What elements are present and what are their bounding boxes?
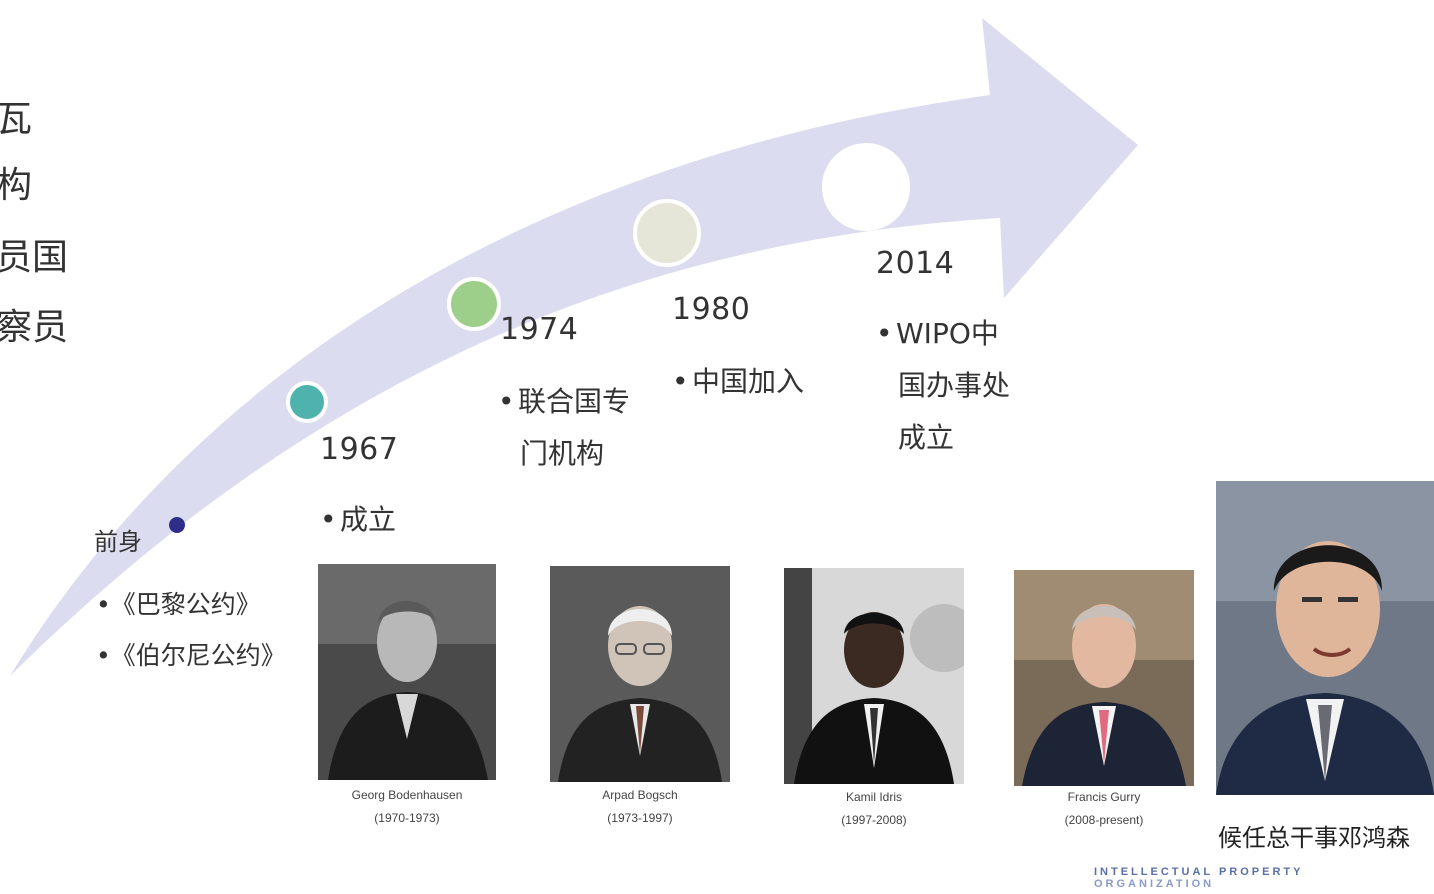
milestone-year-1980: 1980 [672, 292, 751, 327]
milestone-1974-item-2: 门机构 [520, 437, 605, 470]
milestone-2014-items: •WIPO中 国办事处 成立 [876, 317, 1011, 454]
director-name: Francis Gurry [1067, 790, 1141, 804]
director-years: (1970-1973) [374, 811, 440, 825]
logo-line-1: INTELLECTUAL PROPERTY [1094, 866, 1304, 878]
director-years: (1973-1997) [607, 811, 673, 825]
organization-logo-text: INTELLECTUAL PROPERTY ORGANIZATION [1094, 866, 1303, 890]
milestone-2014-item-3: 成立 [898, 421, 955, 454]
portrait-arpad-bogsch [550, 566, 730, 782]
portrait-daren-tang [1216, 481, 1434, 795]
milestone-year-2014: 2014 [876, 246, 955, 281]
milestone-1980-item-1: 中国加入 [692, 365, 805, 398]
milestone-1967-items: •成立 [320, 503, 397, 536]
left-fragment-4: 察员 [0, 307, 69, 348]
milestone-year-1967: 1967 [320, 432, 399, 467]
left-fragment-3: 员国 [0, 237, 69, 278]
milestone-dot-2014 [822, 143, 910, 231]
milestone-label-precursor: 前身 [94, 528, 142, 556]
director-years: (1997-2008) [841, 813, 907, 827]
precursor-item-1: •《巴黎公约》 [96, 590, 261, 619]
milestone-2014-item-2: 国办事处 [898, 369, 1011, 402]
caption-francis-gurry: Francis Gurry (2008-present) [1014, 786, 1194, 832]
director-name: Kamil Idris [845, 790, 902, 804]
portrait-francis-gurry [1014, 570, 1194, 786]
milestone-1974-items: •联合国专 门机构 [498, 385, 631, 470]
director-name: Arpad Bogsch [602, 788, 678, 802]
left-fragment-2: 构 [0, 165, 33, 206]
milestone-1980-items: •中国加入 [672, 365, 805, 398]
milestone-year-1974: 1974 [500, 312, 579, 347]
caption-kamil-idris: Kamil Idris (1997-2008) [784, 786, 964, 832]
logo-line-2: ORGANIZATION [1094, 878, 1215, 890]
milestone-dot-precursor [169, 517, 185, 533]
milestone-dot-1974 [447, 277, 501, 331]
portrait-georg-bodenhausen [318, 564, 496, 780]
portrait-kamil-idris [784, 568, 964, 784]
milestone-dot-1967 [286, 381, 328, 423]
milestone-dot-1980 [633, 199, 701, 267]
director-years: (2008-present) [1064, 813, 1144, 827]
milestone-2014-item-1: WIPO中 [896, 317, 999, 350]
director-name: Georg Bodenhausen [351, 788, 463, 802]
milestone-1967-item-1: 成立 [340, 503, 397, 536]
milestone-1974-item-1: 联合国专 [518, 385, 631, 418]
caption-georg-bodenhausen: Georg Bodenhausen (1970-1973) [318, 784, 496, 830]
new-director-caption: 候任总干事邓鸿森 [1218, 824, 1410, 852]
left-fragment-1: 瓦 [0, 99, 33, 140]
precursor-item-2: •《伯尔尼公约》 [96, 641, 286, 670]
caption-arpad-bogsch: Arpad Bogsch (1973-1997) [550, 784, 730, 830]
